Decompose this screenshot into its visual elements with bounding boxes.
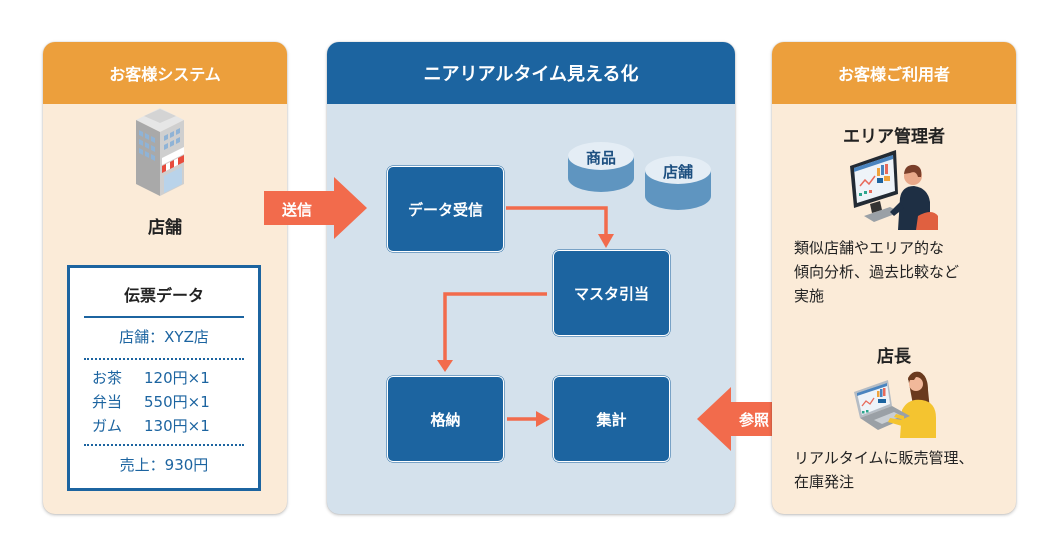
- description-line: 傾向分析、過去比較など: [794, 263, 960, 281]
- database-icon: [645, 156, 711, 210]
- slip-total: 売上：930円: [119, 456, 209, 474]
- process-aggregate: 集計: [553, 376, 670, 462]
- arrowhead-icon: [536, 411, 550, 427]
- process-store: 格納: [387, 376, 504, 462]
- slip-item: お茶 120円×1: [92, 366, 248, 390]
- database-icon: [568, 142, 634, 192]
- customer-users-header: お客様ご利用者: [772, 42, 1016, 104]
- slip-title: 伝票データ: [123, 286, 204, 305]
- process-master-lookup: マスタ引当: [553, 250, 670, 336]
- process-data-receive: データ受信: [387, 166, 504, 252]
- store-label: 店舗: [148, 218, 182, 238]
- db-product-label: 商品: [585, 149, 616, 167]
- description-line: 類似店舗やエリア的な: [794, 239, 945, 257]
- store-manager-role: 店長: [877, 347, 911, 367]
- sales-slip: 伝票データ 店舗：XYZ店 お茶 120円×1 弁当 550円×1 ガム 130…: [67, 265, 261, 491]
- connector-master-to-store: [443, 292, 547, 362]
- arrow-right-icon: [264, 177, 367, 239]
- realtime-visualization-header: ニアリアルタイム見える化: [327, 42, 735, 104]
- slip-item: ガム 130円×1: [92, 414, 248, 438]
- customer-system-header: お客様システム: [43, 42, 287, 104]
- slip-dotted-divider: [84, 444, 244, 446]
- slip-dotted-divider: [84, 358, 244, 360]
- arrowhead-icon: [598, 234, 614, 248]
- slip-item-value: 120円×1: [144, 369, 210, 387]
- area-manager-role: エリア管理者: [843, 127, 945, 147]
- slip-store: 店舗：XYZ店: [119, 328, 209, 346]
- slip-items: お茶 120円×1 弁当 550円×1 ガム 130円×1: [92, 366, 248, 438]
- slip-item-name: ガム: [92, 417, 123, 435]
- area-manager-description: 類似店舗やエリア的な 傾向分析、過去比較など 実施: [794, 236, 959, 308]
- slip-item-name: お茶: [92, 369, 123, 387]
- laptop-user-icon: [854, 371, 936, 438]
- slip-item-value: 130円×1: [144, 417, 210, 435]
- store-manager-description: リアルタイムに販売管理、 在庫発注: [794, 446, 974, 494]
- description-line: 実施: [794, 287, 825, 305]
- send-arrow-label: 送信: [282, 201, 313, 219]
- slip-item-name: 弁当: [92, 393, 123, 411]
- slip-divider: [84, 316, 244, 318]
- store-building-icon: [136, 108, 184, 196]
- reference-arrow-label: 参照: [739, 411, 770, 429]
- slip-item-value: 550円×1: [144, 393, 210, 411]
- db-store-label: 店舗: [662, 163, 693, 181]
- description-line: 在庫発注: [794, 473, 855, 491]
- slip-item: 弁当 550円×1: [92, 390, 248, 414]
- connector-receive-to-master: [506, 206, 608, 236]
- arrowhead-icon: [437, 360, 453, 372]
- customer-users-panel: お客様ご利用者: [772, 42, 1016, 514]
- desktop-user-icon: [850, 150, 938, 230]
- description-line: リアルタイムに販売管理、: [794, 449, 974, 467]
